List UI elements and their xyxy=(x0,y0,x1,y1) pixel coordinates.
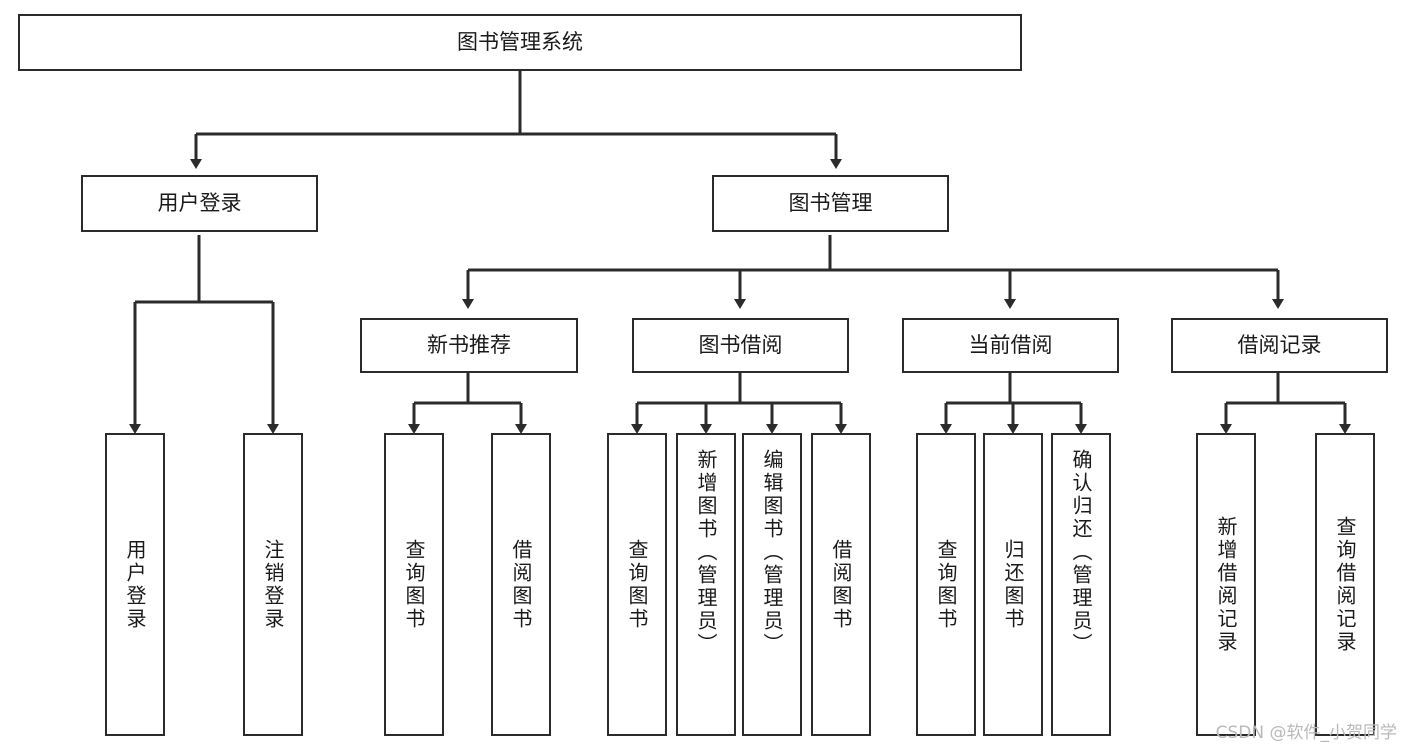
leaf-user-login-login[interactable]: 用户登录 xyxy=(105,433,165,736)
node-label: 借阅图书 xyxy=(829,538,853,631)
leaf-current-borrow-return[interactable]: 归还图书 xyxy=(983,433,1043,736)
node-label: 图书管理系统 xyxy=(457,30,583,55)
node-label: 确认归还（管理员） xyxy=(1069,449,1093,656)
node-label: 查询图书 xyxy=(934,538,958,631)
node-borrow-record[interactable]: 借阅记录 xyxy=(1171,318,1388,373)
node-label: 图书借阅 xyxy=(698,333,783,358)
csdn-watermark: CSDN @软件_小贺同学 xyxy=(1215,723,1397,743)
leaf-book-borrow-query[interactable]: 查询图书 xyxy=(607,433,667,736)
node-label: 查询图书 xyxy=(625,538,649,631)
leaf-current-borrow-query[interactable]: 查询图书 xyxy=(916,433,976,736)
leaf-borrow-record-add[interactable]: 新增借阅记录 xyxy=(1196,433,1256,736)
leaf-user-login-logout[interactable]: 注销登录 xyxy=(243,433,303,736)
node-label: 编辑图书（管理员） xyxy=(760,449,784,656)
node-label: 借阅记录 xyxy=(1237,333,1322,358)
leaf-book-borrow-add[interactable]: 新增图书（管理员） xyxy=(676,433,736,736)
node-label: 图书管理 xyxy=(788,191,873,216)
node-book-borrow[interactable]: 图书借阅 xyxy=(632,318,849,373)
leaf-book-borrow-borrow[interactable]: 借阅图书 xyxy=(811,433,871,736)
node-label: 借阅图书 xyxy=(509,538,533,631)
leaf-new-book-query[interactable]: 查询图书 xyxy=(384,433,444,736)
node-user-login[interactable]: 用户登录 xyxy=(81,175,318,232)
node-label: 新书推荐 xyxy=(427,333,511,358)
node-label: 查询借阅记录 xyxy=(1333,515,1357,654)
node-label: 注销登录 xyxy=(261,538,285,631)
node-label: 当前借阅 xyxy=(968,333,1053,358)
node-root-system[interactable]: 图书管理系统 xyxy=(18,14,1022,71)
node-label: 用户登录 xyxy=(123,538,147,631)
node-new-book-recommend[interactable]: 新书推荐 xyxy=(360,318,578,373)
leaf-book-borrow-edit[interactable]: 编辑图书（管理员） xyxy=(742,433,802,736)
node-label: 新增借阅记录 xyxy=(1214,515,1238,654)
node-current-borrow[interactable]: 当前借阅 xyxy=(902,318,1119,373)
node-label: 用户登录 xyxy=(157,191,242,216)
leaf-new-book-borrow[interactable]: 借阅图书 xyxy=(491,433,551,736)
node-label: 新增图书（管理员） xyxy=(694,449,718,656)
leaf-borrow-record-query[interactable]: 查询借阅记录 xyxy=(1315,433,1375,736)
leaf-current-borrow-confirm[interactable]: 确认归还（管理员） xyxy=(1051,433,1111,736)
node-label: 查询图书 xyxy=(402,538,426,631)
node-label: 归还图书 xyxy=(1001,538,1025,631)
node-book-management[interactable]: 图书管理 xyxy=(712,175,949,232)
